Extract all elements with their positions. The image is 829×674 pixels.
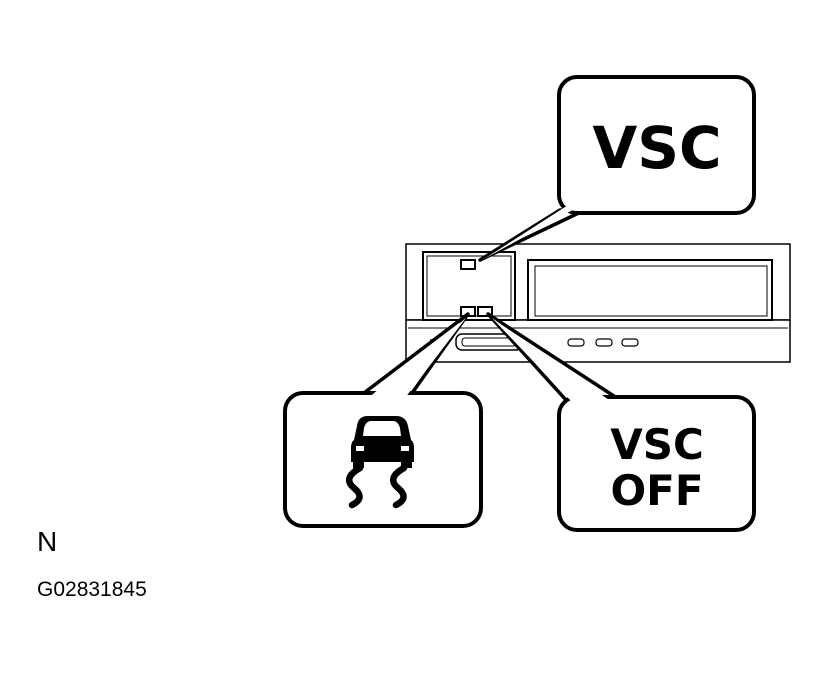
figure-code: G02831845 xyxy=(37,578,147,601)
vsc-off-label-line2: OFF xyxy=(610,466,703,515)
skid-car-icon xyxy=(345,416,414,509)
slip-callout xyxy=(283,312,483,528)
vsc-off-callout: VSC OFF xyxy=(486,312,756,532)
vsc-off-lamp xyxy=(477,306,493,317)
vsc-off-label-line1: VSC xyxy=(610,420,704,469)
vsc-callout-label: VSC xyxy=(592,114,721,182)
vsc-lamp xyxy=(460,259,476,270)
figure-letter: N xyxy=(37,526,58,557)
vsc-callout: VSC xyxy=(478,75,756,262)
